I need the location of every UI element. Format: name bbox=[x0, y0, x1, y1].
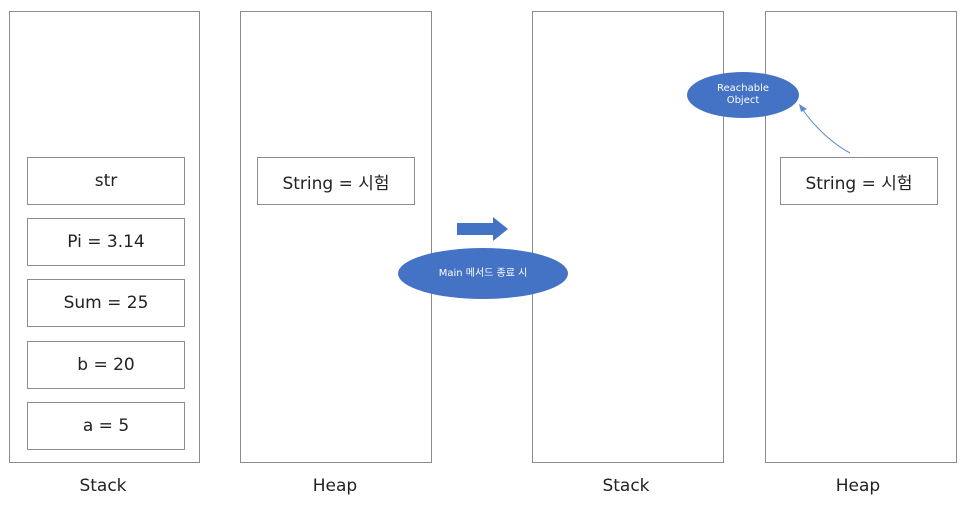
reachable-object-ellipse: Reachable Object bbox=[687, 72, 799, 118]
stack-cell-str: str bbox=[27, 157, 185, 205]
left-heap-panel bbox=[240, 11, 432, 463]
stack-cell-a: a = 5 bbox=[27, 402, 185, 450]
right-heap-caption: Heap bbox=[835, 476, 881, 496]
reachable-label-line1: Reachable bbox=[716, 83, 770, 94]
stack-cell-pi: Pi = 3.14 bbox=[27, 218, 185, 266]
transition-ellipse: Main 메서드 종료 시 bbox=[398, 248, 568, 299]
stack-cell-sum: Sum = 25 bbox=[27, 279, 185, 327]
left-heap-string-object: String = 시험 bbox=[257, 157, 415, 205]
left-stack-caption: Stack bbox=[79, 476, 127, 496]
reachable-pointer-arrow bbox=[799, 104, 851, 154]
right-heap-panel bbox=[765, 11, 957, 463]
right-stack-panel bbox=[532, 11, 724, 463]
right-heap-string-object: String = 시험 bbox=[780, 157, 938, 205]
transition-label: Main 메서드 종료 시 bbox=[438, 267, 528, 279]
right-arrow-icon bbox=[457, 217, 508, 241]
left-heap-caption: Heap bbox=[312, 476, 358, 496]
stack-cell-b: b = 20 bbox=[27, 341, 185, 389]
reachable-label-line2: Object bbox=[726, 95, 760, 106]
right-stack-caption: Stack bbox=[602, 476, 650, 496]
